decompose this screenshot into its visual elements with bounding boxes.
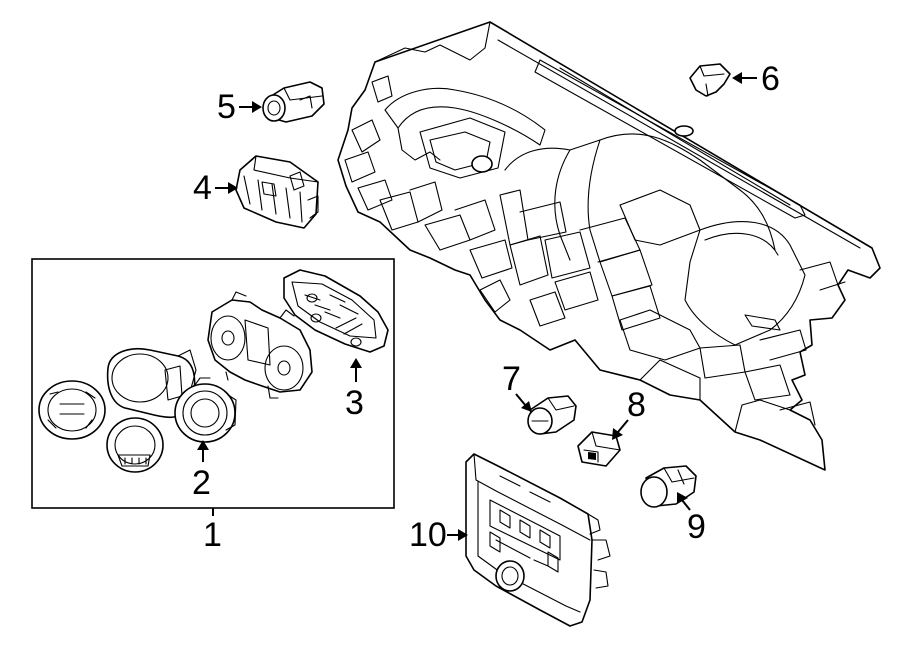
climate-control-panel-part-10 xyxy=(465,453,611,627)
arrow-7 xyxy=(521,401,532,412)
callout-10: 10 xyxy=(409,516,468,554)
start-button-part-5 xyxy=(262,81,325,123)
knob-part-7 xyxy=(527,395,577,435)
callout-label-9: 9 xyxy=(687,508,706,546)
knob-part-9 xyxy=(640,465,697,508)
callout-7: 7 xyxy=(502,360,532,412)
cluster-assembly-box xyxy=(31,258,395,516)
callout-label-5: 5 xyxy=(217,88,236,126)
callout-label-8: 8 xyxy=(627,386,646,424)
cluster-small-bezel xyxy=(106,417,164,473)
leader-8 xyxy=(617,419,629,433)
callout-label-7: 7 xyxy=(502,360,521,398)
callout-1: 1 xyxy=(203,516,222,554)
arrow-5 xyxy=(252,101,262,113)
arrow-4 xyxy=(228,182,238,194)
arrow-2 xyxy=(197,440,209,450)
callout-4: 4 xyxy=(193,169,238,207)
arrow-3 xyxy=(350,358,362,368)
cluster-back-housing-part-3 xyxy=(283,269,389,353)
callout-6: 6 xyxy=(732,60,780,98)
callout-label-10: 10 xyxy=(409,516,447,554)
switch-bank-part-4 xyxy=(235,155,319,229)
callout-label-6: 6 xyxy=(761,60,780,98)
leader-7 xyxy=(515,393,527,407)
gauge-cluster-face xyxy=(207,291,313,399)
gauge-ring-part-2 xyxy=(174,377,237,443)
callout-8: 8 xyxy=(612,386,646,440)
callout-label-2: 2 xyxy=(192,464,211,502)
callout-9: 9 xyxy=(677,492,706,546)
cluster-bezel-ring xyxy=(38,380,106,440)
arrow-8 xyxy=(612,428,623,440)
callout-label-3: 3 xyxy=(345,384,364,422)
arrow-6 xyxy=(732,72,742,84)
arrow-9 xyxy=(677,492,688,504)
clip-part-6 xyxy=(689,63,731,97)
callout-3: 3 xyxy=(345,358,364,422)
leader-9 xyxy=(681,499,691,511)
callout-label-4: 4 xyxy=(193,169,212,207)
arrow-10 xyxy=(458,529,468,541)
callout-label-1: 1 xyxy=(203,516,222,554)
callout-5: 5 xyxy=(217,88,262,126)
jack-part-8 xyxy=(577,431,621,467)
callout-2: 2 xyxy=(192,440,211,502)
instrument-panel xyxy=(337,21,881,471)
